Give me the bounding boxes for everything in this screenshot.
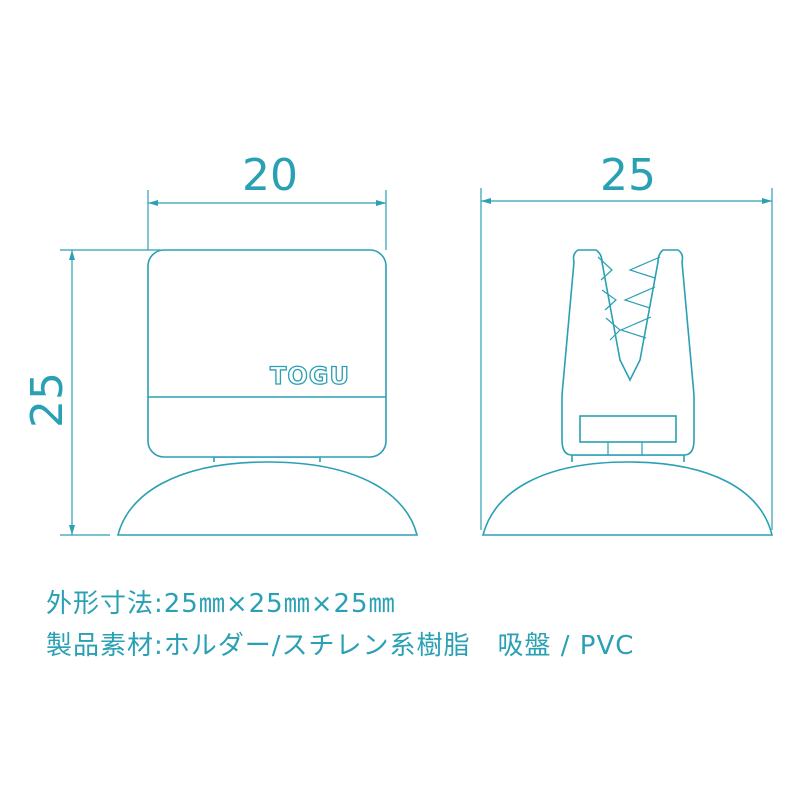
height-dimension: 25 bbox=[22, 249, 160, 536]
front-width-label: 20 bbox=[242, 150, 298, 201]
height-label: 25 bbox=[22, 372, 73, 428]
togu-logo-text: TOGU bbox=[270, 362, 350, 390]
side-view bbox=[481, 249, 774, 536]
side-clip-holder bbox=[561, 249, 695, 456]
spec-dimensions: 外形寸法:25㎜×25㎜×25㎜ bbox=[46, 589, 396, 619]
front-holder-body bbox=[147, 249, 387, 458]
spec-materials: 製品素材:ホルダー/スチレン系樹脂 吸盤 / PVC bbox=[46, 631, 635, 661]
side-width-label: 25 bbox=[600, 150, 656, 201]
clip-base-slot bbox=[579, 415, 677, 443]
side-suction-cup bbox=[481, 461, 774, 536]
front-view: TOGU bbox=[116, 249, 419, 536]
front-suction-cup bbox=[116, 461, 419, 536]
front-width-dimension: 20 bbox=[147, 150, 387, 250]
side-width-dimension: 25 bbox=[480, 150, 773, 530]
